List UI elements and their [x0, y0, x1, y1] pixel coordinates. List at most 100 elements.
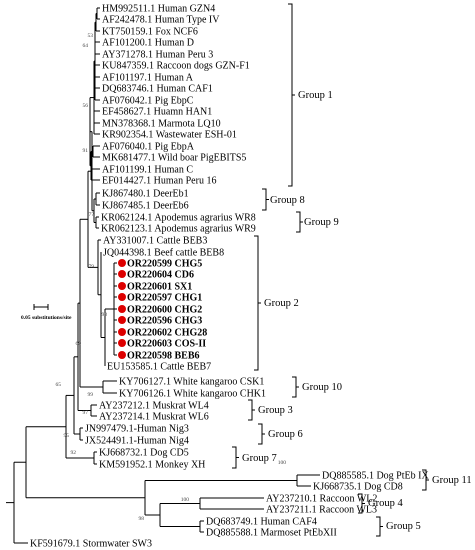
- group-bracket: [248, 399, 255, 421]
- tree-branches: [6, 7, 320, 544]
- group-labels: Group 1 Group 8 Group 9 Group 2 Group 10 Grou…: [242, 90, 472, 532]
- bootstrap-value: 95: [64, 433, 70, 439]
- bootstrap-value: 91: [83, 148, 89, 154]
- tip-label: JQ044398.1 Beef cattle BEB8: [103, 248, 224, 259]
- bootstrap-value: 56: [83, 103, 89, 109]
- tip-label: KT750159.1 Fox NCF6: [102, 27, 198, 38]
- bootstrap-value: 64: [83, 43, 89, 49]
- tip-label: DQ885588.1 Marmoset PtEbXII: [206, 528, 337, 539]
- tip-label: KY706126.1 White kangaroo CHK1: [119, 389, 266, 400]
- group-label: Group 5: [386, 521, 421, 532]
- group-brackets: [232, 3, 429, 537]
- group-label: Group 7: [242, 453, 277, 464]
- highlight-dot: [118, 305, 126, 313]
- bootstrap-value: 97: [83, 410, 89, 416]
- tip-label: AF242478.1 Human Type IV: [102, 15, 220, 26]
- bootstrap-value: 53: [88, 33, 94, 39]
- tip-label: MK681477.1 Wild boar PigEBITS5: [102, 153, 246, 164]
- highlight-dot: [118, 339, 126, 347]
- group-label: Group 3: [258, 405, 293, 416]
- tip-label: OR220601 SX1: [127, 282, 192, 293]
- bootstrap-value: 79: [89, 264, 95, 270]
- tip-label: KR902354.1 Wastewater ESH-01: [102, 130, 237, 141]
- tip-label: KJ668732.1 Dog CD5: [99, 448, 189, 459]
- group-label: Group 6: [268, 429, 303, 440]
- tip-label: AY237211.1 Raccoon WL3: [266, 505, 377, 516]
- tip-label: OR220597 CHG1: [127, 293, 202, 304]
- scale-bar-label: 0.05 substitutions/site: [21, 315, 72, 321]
- group-label: Group 2: [264, 298, 299, 309]
- group-bracket: [258, 423, 265, 445]
- group-bracket: [254, 235, 261, 371]
- group-label: Group 10: [302, 382, 342, 393]
- group-label: Group 1: [298, 90, 333, 101]
- tip-label: KR062124.1 Apodemus agrarius WR8: [101, 213, 256, 224]
- tip-label: EF458627.1 Huamn HAN1: [102, 107, 212, 118]
- tip-label: OR220598 BEB6: [127, 351, 200, 362]
- tip-label: AF101197.1 Human A: [102, 73, 194, 84]
- tip-label: KJ668735.1 Dog CD8: [313, 482, 403, 493]
- tip-label: HM992511.1 Human GZN4: [102, 4, 215, 15]
- group-label: Group 8: [270, 195, 305, 206]
- tip-label: KM591952.1 Monkey XH: [99, 460, 205, 471]
- group-label: Group 4: [368, 498, 403, 509]
- tip-label: AY371278.1 Human Peru 3: [102, 50, 213, 61]
- tip-label: OR220603 COS-II: [127, 339, 206, 350]
- bootstrap-value: 100: [278, 460, 287, 466]
- tip-label: DQ683746.1 Human CAF1: [102, 84, 213, 95]
- tip-label: KJ867485.1 DeerEb6: [102, 201, 189, 212]
- tip-label: AY237212.1 Muskrat WL4: [99, 401, 209, 412]
- highlight-dot: [118, 259, 126, 267]
- tip-label: EU153585.1 Cattle BEB7: [107, 362, 211, 373]
- tip-label: DQ683749.1 Human CAF4: [206, 517, 317, 528]
- bootstrap-value: 92: [71, 450, 77, 456]
- bootstrap-value: 99: [88, 392, 94, 398]
- tip-label: AY237210.1 Raccoon WL2: [266, 494, 377, 505]
- bootstrap-value: 65: [56, 382, 62, 388]
- tip-label: DQ885585.1 Dog PtEb IX: [322, 471, 429, 482]
- tip-label: KF591679.1 Stormwater SW3: [30, 539, 152, 550]
- group-bracket: [288, 3, 295, 187]
- tip-label: KU847359.1 Raccoon dogs GZN-F1: [102, 61, 250, 72]
- highlight-dot: [118, 282, 126, 290]
- tip-label: AY331007.1 Cattle BEB3: [103, 236, 207, 247]
- tip-label: OR220596 CHG3: [127, 316, 202, 327]
- scale-bar: 0.05 substitutions/site: [21, 304, 72, 321]
- tip-label: JN997479.1-Human Nig3: [85, 424, 189, 435]
- tip-label: AF076040.1 Pig EbpA: [102, 142, 195, 153]
- group-bracket: [262, 188, 269, 211]
- group-label: Group 11: [432, 475, 472, 486]
- highlight-dot: [118, 351, 126, 359]
- highlight-markers: [118, 259, 126, 359]
- group-bracket: [232, 446, 239, 469]
- highlight-dot: [118, 270, 126, 278]
- tip-label: KJ867480.1 DeerEb1: [102, 189, 189, 200]
- bootstrap-value: 98: [139, 516, 145, 522]
- group-bracket: [376, 516, 383, 537]
- group-bracket: [358, 493, 365, 514]
- bootstrap-value: 69: [76, 341, 82, 347]
- group-bracket: [296, 211, 303, 233]
- tip-label: JX524491.1-Human Nig4: [85, 436, 189, 447]
- tip-label: OR220604 CD6: [127, 270, 194, 281]
- tip-label: MN378368.1 Marmota LQ10: [102, 119, 221, 130]
- tip-label: OR220602 CHG28: [127, 328, 207, 339]
- group-bracket: [292, 376, 299, 398]
- tip-label: AF101200.1 Human D: [102, 38, 194, 49]
- tip-label: OR220600 CHG2: [127, 305, 202, 316]
- bootstrap-value: 77: [89, 212, 95, 218]
- group-label: Group 9: [304, 217, 339, 228]
- highlight-dot: [118, 293, 126, 301]
- tip-label: AY237214.1 Muskrat WL6: [99, 412, 209, 423]
- highlight-dot: [118, 316, 126, 324]
- bootstrap-value: 100: [181, 497, 190, 503]
- tip-label: AF101199.1 Human C: [102, 165, 193, 176]
- group-bracket: [422, 469, 429, 491]
- tip-label: KR062123.1 Apodemus agrarius WR9: [101, 224, 256, 235]
- tip-label: EF014427.1 Human Peru 16: [102, 176, 216, 187]
- tip-label: KY706127.1 White kangaroo CSK1: [119, 377, 264, 388]
- highlight-dot: [118, 328, 126, 336]
